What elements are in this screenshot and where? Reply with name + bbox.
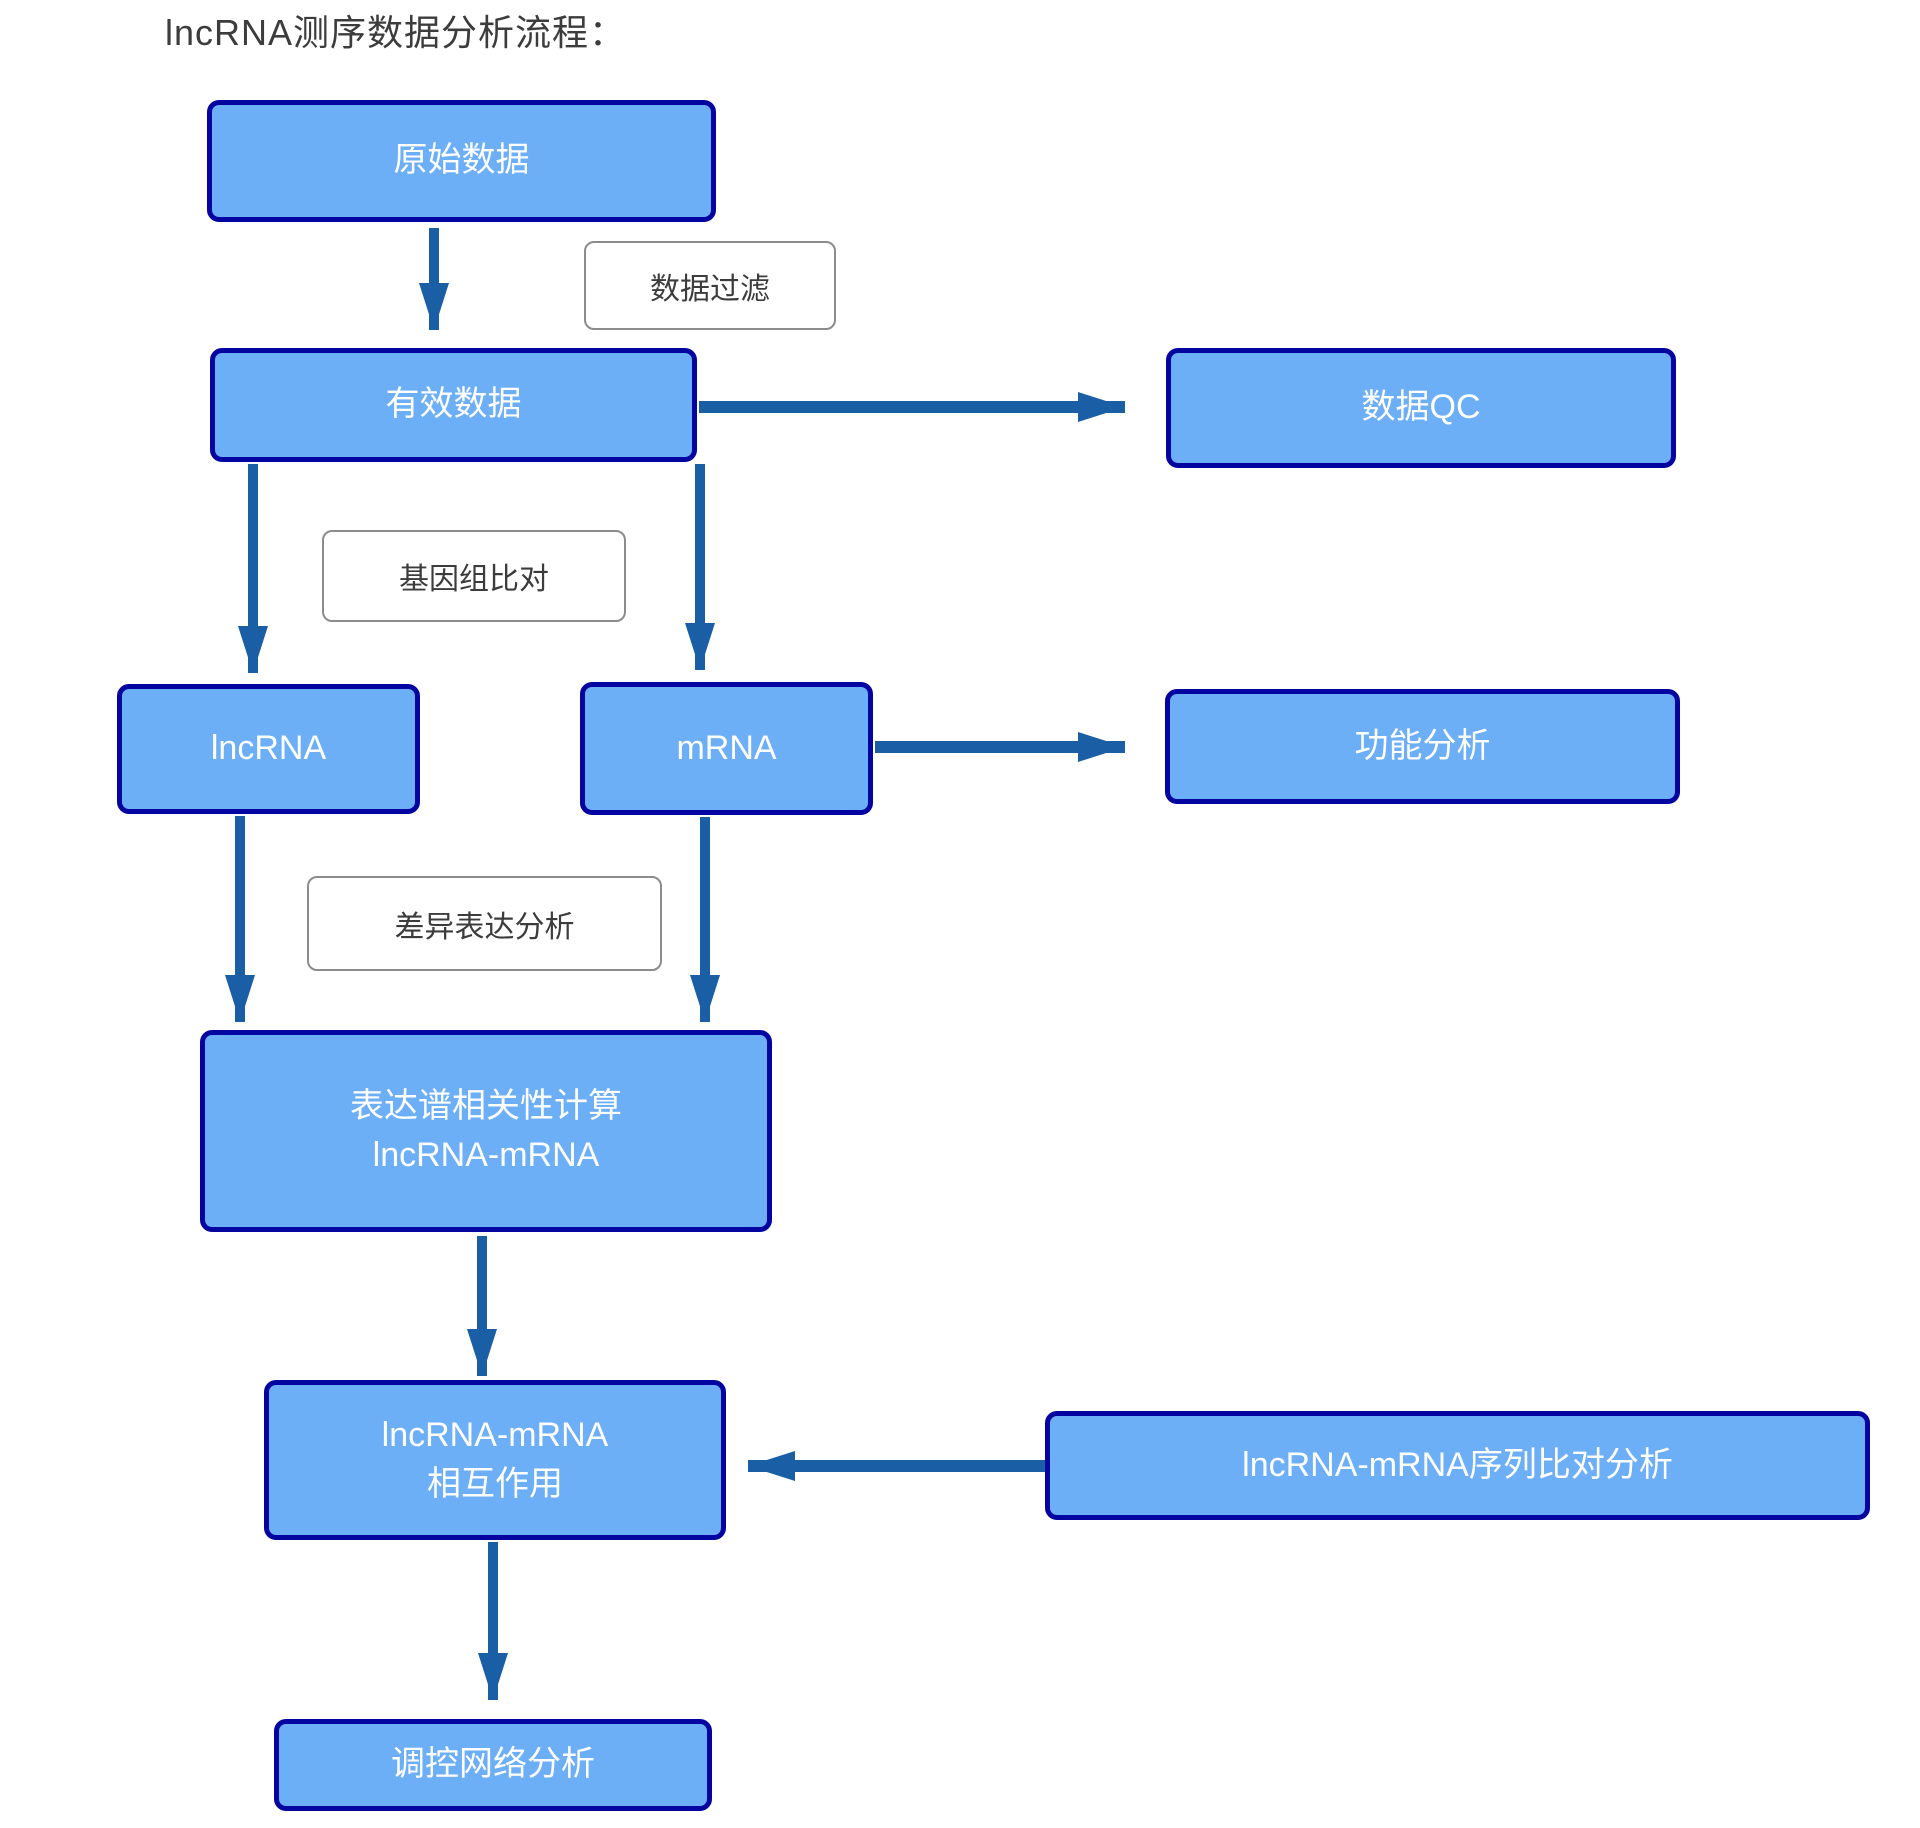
node-lncrna-mrna-interaction-line2: 相互作用 <box>427 1465 563 1503</box>
node-valid-data: 有效数据 <box>210 348 697 462</box>
node-lncrna-mrna-interaction: lncRNA-mRNA 相互作用 <box>264 1380 726 1540</box>
process-label-diff-expression-text: 差异表达分析 <box>394 910 575 944</box>
node-seq-alignment-analysis-label: lncRNA-mRNA序列比对分析 <box>1242 1445 1673 1484</box>
node-data-qc-label: 数据QC <box>1361 388 1481 427</box>
process-label-data-filter: 数据过滤 <box>584 241 836 330</box>
node-raw-data-label: 原始数据 <box>393 141 530 180</box>
node-regulatory-network-analysis: 调控网络分析 <box>274 1719 712 1811</box>
node-mrna-label: mRNA <box>676 728 777 767</box>
node-mrna: mRNA <box>580 682 873 815</box>
node-lncrna-mrna-interaction-line1: lncRNA-mRNA <box>381 1415 609 1454</box>
process-label-diff-expression: 差异表达分析 <box>307 876 662 971</box>
node-expression-correlation: 表达谱相关性计算 lncRNA-mRNA <box>200 1030 772 1232</box>
node-raw-data: 原始数据 <box>207 100 716 222</box>
process-label-genome-alignment: 基因组比对 <box>322 530 626 622</box>
process-label-genome-alignment-text: 基因组比对 <box>399 563 549 596</box>
node-lncrna-label: lncRNA <box>210 729 327 768</box>
node-data-qc: 数据QC <box>1166 348 1676 468</box>
node-function-analysis-label: 功能分析 <box>1354 726 1491 765</box>
node-expression-correlation-line1: 表达谱相关性计算 <box>350 1086 622 1125</box>
node-regulatory-network-analysis-label: 调控网络分析 <box>391 1745 595 1784</box>
page-title: lncRNA测序数据分析流程： <box>165 12 627 53</box>
node-lncrna: lncRNA <box>117 684 420 814</box>
node-seq-alignment-analysis: lncRNA-mRNA序列比对分析 <box>1045 1411 1870 1520</box>
node-function-analysis: 功能分析 <box>1165 689 1680 804</box>
node-expression-correlation-line2: lncRNA-mRNA <box>372 1136 600 1174</box>
node-valid-data-label: 有效数据 <box>385 385 522 424</box>
process-label-data-filter-text: 数据过滤 <box>650 272 770 306</box>
